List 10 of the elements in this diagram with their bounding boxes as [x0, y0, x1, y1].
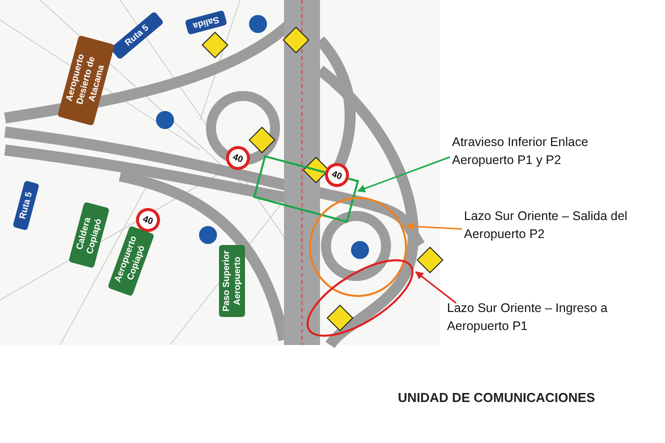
highlight-circle: [309, 197, 407, 297]
arrow: [357, 156, 450, 192]
highlight-ellipse: [306, 259, 414, 337]
footer-text: UNIDAD DE COMUNICACIONES: [396, 390, 595, 405]
arrow: [405, 222, 462, 230]
callout-text: Atravieso Inferior Enlace Aeropuerto P1 y P2: [452, 133, 627, 169]
callout-text: Lazo Sur Oriente – Salida del Aeropuerto P2: [464, 207, 639, 243]
road-sign: Paso Superior Aeropuerto: [219, 245, 245, 317]
arrow: [415, 271, 456, 304]
callout-text: Lazo Sur Oriente – Ingreso a Aeropuerto P1: [447, 299, 622, 335]
